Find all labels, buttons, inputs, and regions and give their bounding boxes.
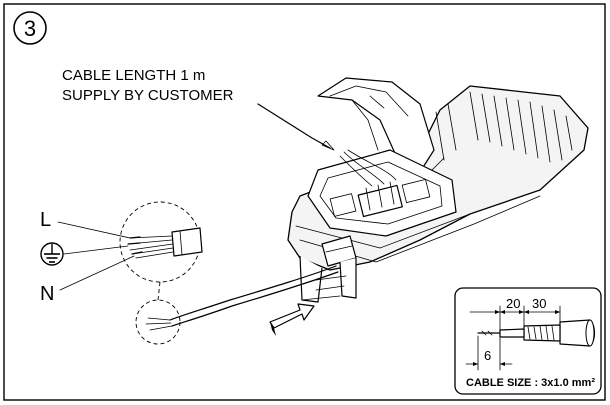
earth-ground-icon bbox=[40, 242, 64, 266]
insertion-arrow bbox=[269, 303, 315, 336]
wire-end-2 bbox=[145, 322, 172, 325]
lower-detail-circle bbox=[135, 299, 181, 345]
detail-connector bbox=[157, 281, 161, 301]
cable-size-label: CABLE SIZE : 3x1.0 mm² bbox=[466, 377, 595, 389]
step-badge: 3 bbox=[13, 11, 47, 45]
note-leader-arrowhead bbox=[321, 140, 335, 151]
live-leader bbox=[57, 221, 131, 239]
diagram-frame bbox=[3, 3, 606, 401]
neutral-leader bbox=[59, 255, 135, 291]
live-label: L bbox=[40, 209, 51, 231]
supply-cable-edge bbox=[171, 271, 339, 327]
neutral-label: N bbox=[40, 283, 54, 305]
strip-detail-inset: 20 30 6 CABLE SIZE : 3x1.0 mm² bbox=[454, 287, 602, 395]
supply-by-customer-note: SUPPLY BY CUSTOMER bbox=[62, 87, 234, 104]
upper-detail-circle bbox=[119, 201, 203, 283]
supply-cable bbox=[169, 265, 337, 321]
dim-inner-label: 30 bbox=[532, 296, 546, 311]
dim-outer-label: 20 bbox=[506, 296, 520, 311]
note-leader-line bbox=[257, 103, 331, 149]
wire-end-1 bbox=[147, 317, 171, 321]
earth-leader bbox=[63, 245, 129, 255]
wire-end-3 bbox=[149, 325, 173, 331]
luminaire-body bbox=[287, 77, 589, 303]
dim-end-label: 6 bbox=[484, 348, 491, 363]
step-number: 3 bbox=[24, 16, 36, 41]
cable-length-note: CABLE LENGTH 1 m bbox=[62, 67, 205, 84]
